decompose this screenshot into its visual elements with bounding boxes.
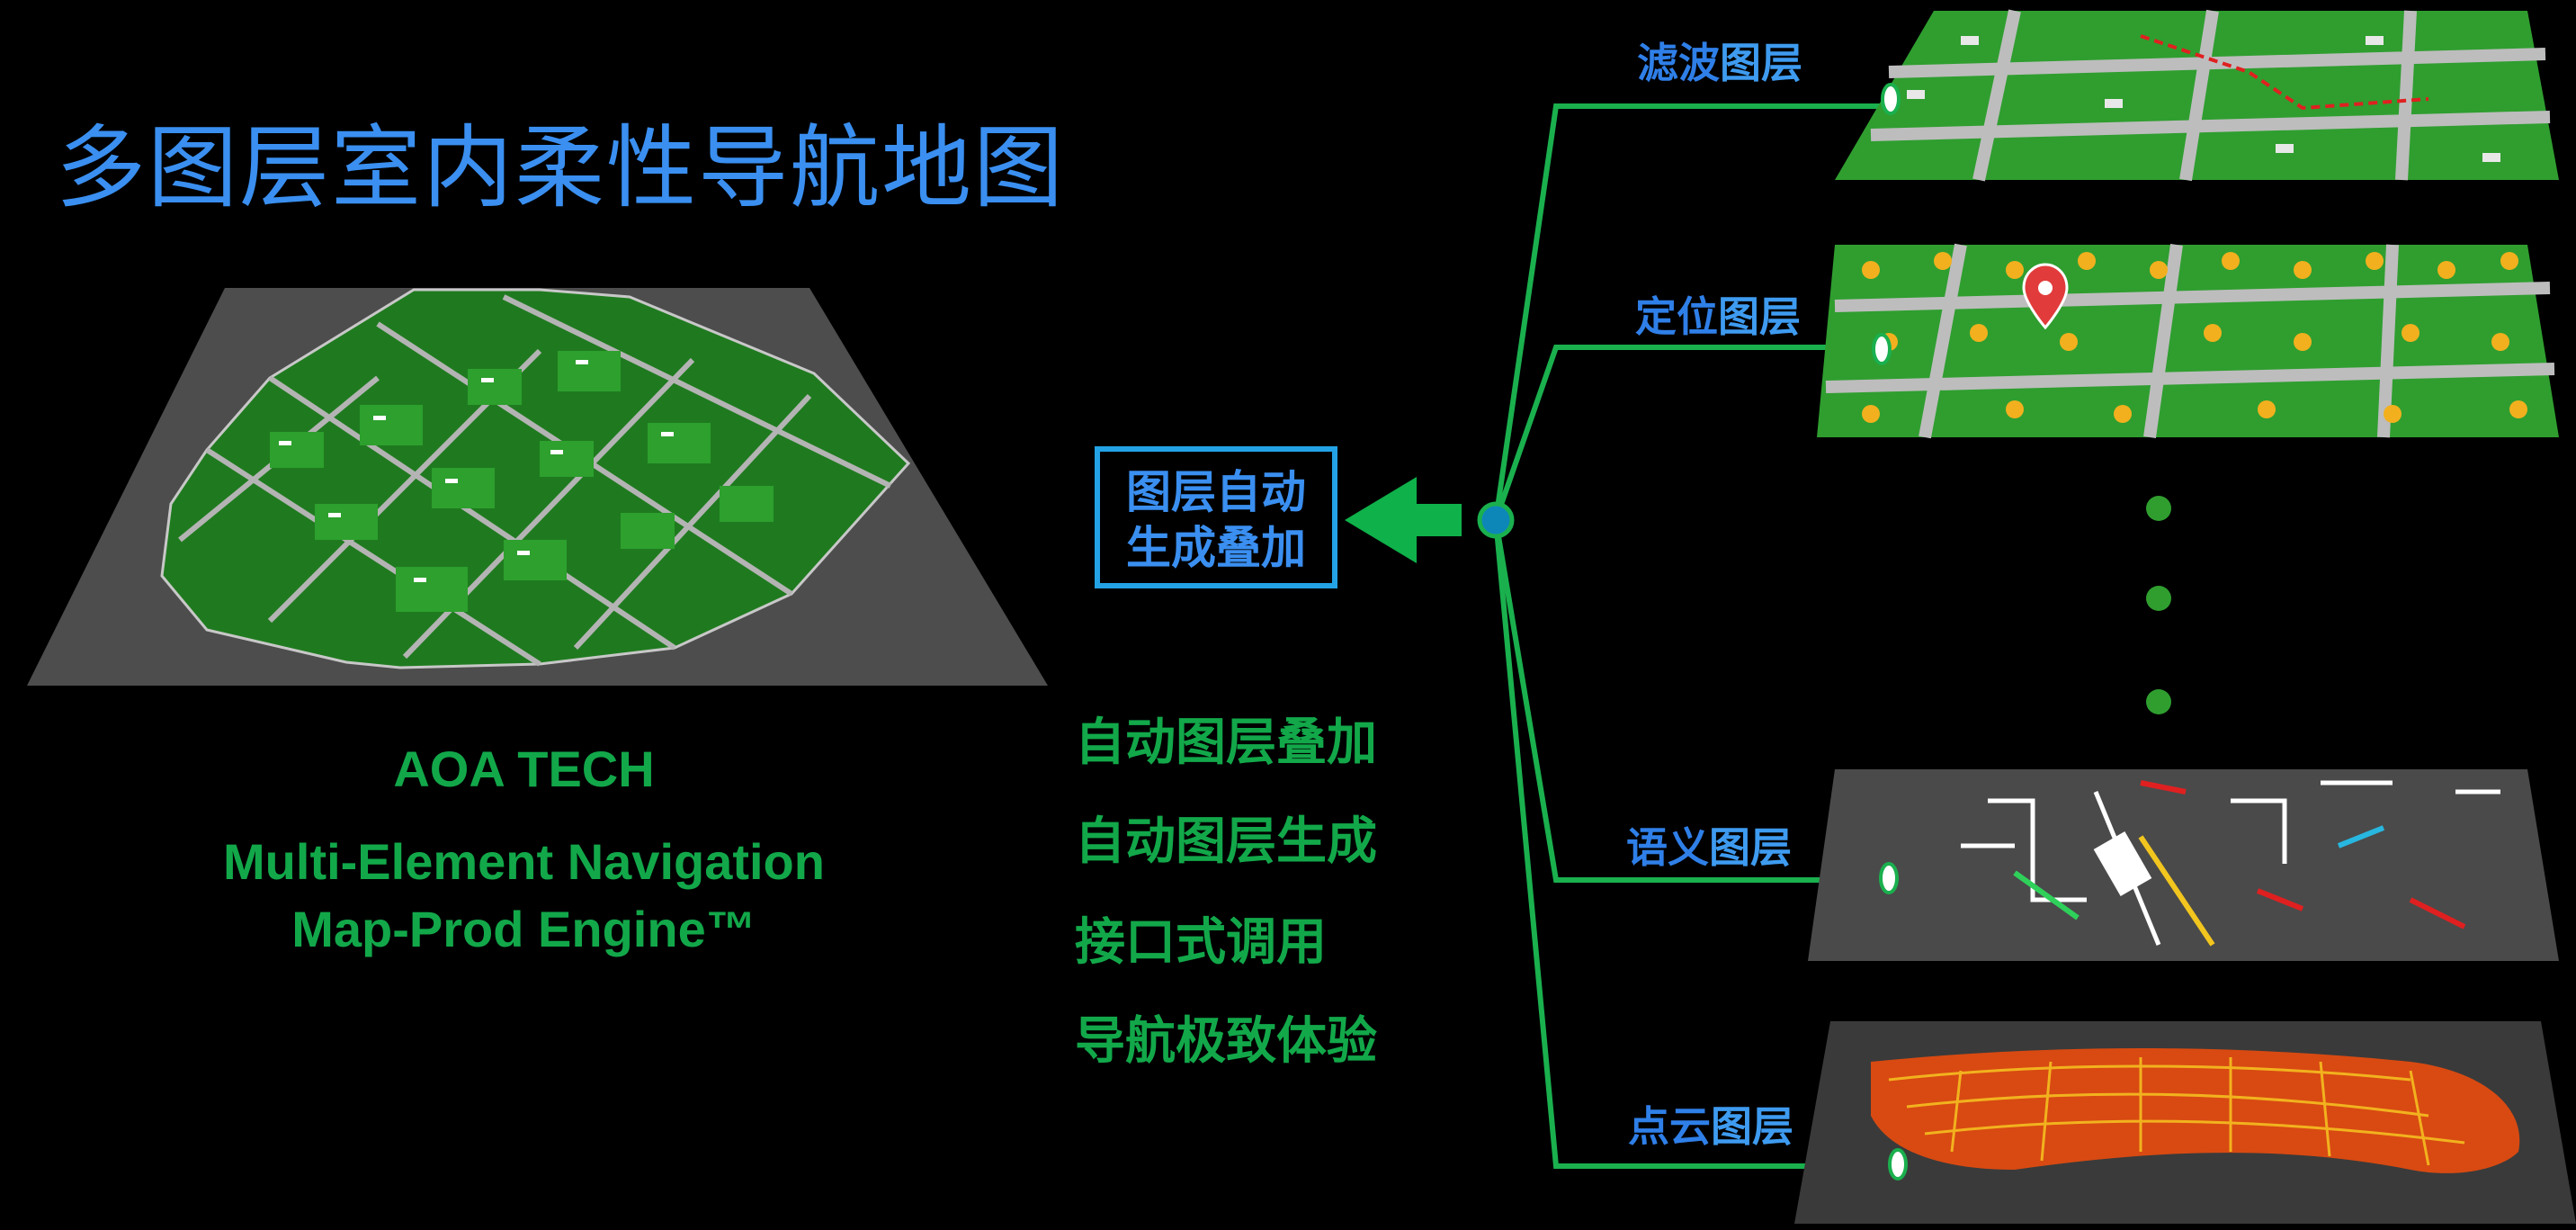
auto-overlay-box: 图层自动 生成叠加 (1095, 446, 1337, 588)
auto-overlay-line1: 图层自动 (1126, 466, 1306, 518)
engine-name-line2: Map-Prod Engine™ (291, 901, 756, 957)
positioning-layer-thumbnail (1817, 243, 2559, 439)
filter-layer-label: 滤波图层 (1637, 31, 1802, 90)
ellipsis-dot (2146, 689, 2171, 714)
filter-layer-node (1881, 83, 1901, 115)
layer-label-prefix: 滤波 (1637, 39, 1720, 87)
brand-name: AOA TECH (393, 741, 655, 797)
layer-label-suffix: 图层 (1720, 39, 1802, 87)
connector-lines (1493, 103, 1898, 1169)
semantic-layer-label: 语义图层 (1626, 815, 1792, 875)
filter-layer-thumbnail (1835, 9, 2559, 182)
feature-item: 接口式调用 (1075, 913, 1327, 972)
map-rooms (270, 351, 774, 612)
map-room-labels (279, 360, 674, 582)
layer-label-prefix: 语义 (1626, 823, 1709, 872)
semantic-layer-thumbnail (1808, 769, 2559, 961)
feature-item: 导航极致体验 (1075, 1012, 1377, 1071)
feature-item: 自动图层叠加 (1075, 714, 1377, 772)
ellipsis-dot (2146, 496, 2171, 521)
left-arrow-icon (1345, 477, 1462, 563)
layer-label-suffix: 图层 (1718, 292, 1801, 341)
positioning-layer-node (1872, 333, 1892, 365)
navigation-map-illustration (27, 288, 1048, 686)
engine-name-line1: Multi-Element Navigation (223, 833, 825, 890)
layer-label-suffix: 图层 (1711, 1102, 1793, 1151)
feature-item: 自动图层生成 (1075, 813, 1377, 871)
semantic-layer-node (1879, 862, 1899, 894)
layer-label-prefix: 定位 (1635, 292, 1718, 341)
layer-diagram (1345, 9, 2576, 1224)
layer-label-suffix: 图层 (1709, 823, 1792, 872)
point-cloud-layer-label: 点云图层 (1628, 1094, 1793, 1154)
ellipsis-dot (2146, 586, 2171, 611)
positioning-layer-label: 定位图层 (1635, 284, 1801, 344)
hub-node (1477, 501, 1515, 539)
map-building-area (160, 288, 911, 669)
point-cloud-layer-thumbnail (1794, 1021, 2576, 1224)
point-cloud-layer-node (1888, 1148, 1908, 1181)
auto-overlay-line2: 生成叠加 (1126, 522, 1306, 574)
page-title: 多图层室内柔性导航地图 (56, 115, 1065, 220)
location-pin-icon (2022, 263, 2069, 330)
layer-label-prefix: 点云 (1628, 1102, 1711, 1151)
